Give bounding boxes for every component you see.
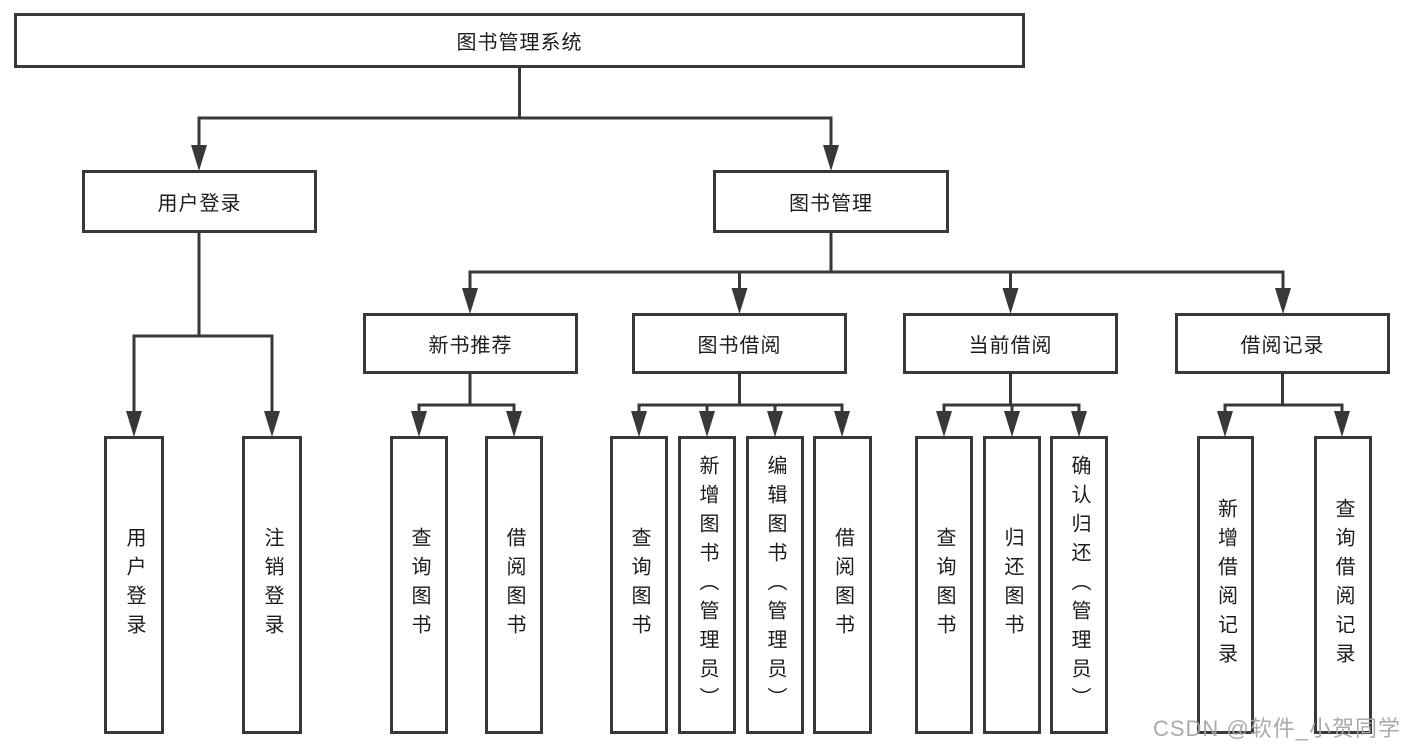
- node-current-borrowing: 当前借阅: [903, 313, 1118, 374]
- arrowhead-icon: [699, 411, 715, 437]
- arrowhead-icon: [1217, 411, 1233, 437]
- leaf-confirm-return-admin: 确认归还（管理员）: [1050, 436, 1108, 734]
- leaf-return-books: 归还图书: [983, 436, 1041, 734]
- arrowhead-icon: [767, 411, 783, 437]
- arrowhead-icon: [411, 411, 427, 437]
- arrowhead-icon: [462, 288, 478, 314]
- arrowhead-icon: [126, 411, 142, 437]
- leaf-query-books-current: 查询图书: [915, 436, 973, 734]
- arrowhead-icon: [1004, 411, 1020, 437]
- arrowhead-icon: [1275, 288, 1291, 314]
- leaf-user-login: 用户登录: [104, 436, 164, 734]
- arrowhead-icon: [191, 145, 207, 171]
- leaf-borrow-books-borrowing: 借阅图书: [813, 436, 872, 734]
- arrowhead-icon: [834, 411, 850, 437]
- arrowhead-icon: [1334, 411, 1350, 437]
- arrowhead-icon: [1002, 288, 1019, 314]
- leaf-borrow-books-recommend: 借阅图书: [485, 436, 543, 734]
- leaf-add-books-admin: 新增图书（管理员）: [678, 436, 736, 734]
- leaf-edit-books-admin: 编辑图书（管理员）: [746, 436, 804, 734]
- arrowhead-icon: [936, 411, 952, 437]
- connector-lines: [132, 68, 1344, 414]
- node-borrowing-records: 借阅记录: [1175, 313, 1390, 374]
- arrowhead-icon: [1071, 411, 1087, 437]
- leaf-query-books-recommend: 查询图书: [390, 436, 448, 734]
- leaf-query-borrow-record: 查询借阅记录: [1314, 436, 1372, 734]
- arrowhead-icon: [506, 411, 522, 437]
- arrowhead-icon: [264, 411, 280, 437]
- node-book-management: 图书管理: [713, 170, 949, 233]
- leaf-add-borrow-record: 新增借阅记录: [1197, 436, 1254, 734]
- node-user-login: 用户登录: [82, 170, 317, 233]
- leaf-query-books-borrowing: 查询图书: [610, 436, 668, 734]
- node-new-book-recommend: 新书推荐: [363, 313, 578, 374]
- csdn-watermark: CSDN @软件_小贺同学: [1152, 716, 1401, 741]
- node-book-borrowing: 图书借阅: [632, 313, 847, 374]
- arrowhead-icon: [731, 288, 748, 314]
- arrowhead-icon: [631, 411, 647, 437]
- arrowhead-icon: [823, 145, 839, 171]
- leaf-logout: 注销登录: [242, 436, 302, 734]
- node-root: 图书管理系统: [14, 13, 1025, 68]
